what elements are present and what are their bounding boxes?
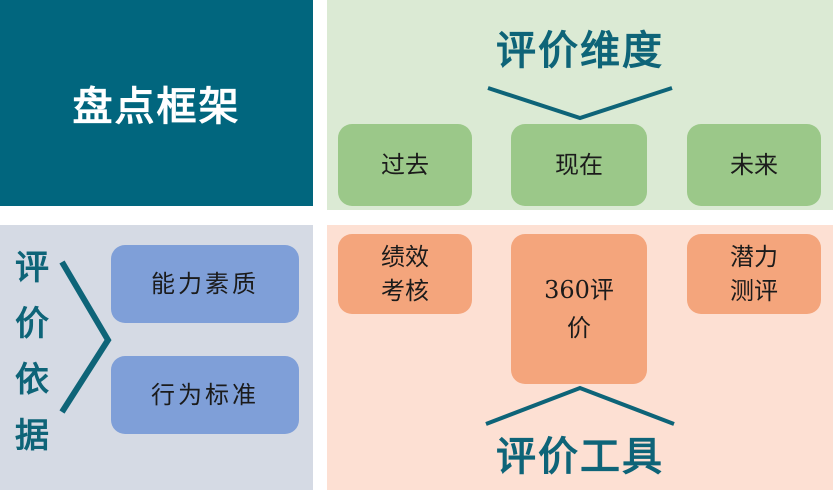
- framework-panel: [0, 0, 313, 206]
- dimensions-chevron: [487, 86, 673, 121]
- tool-potential-line1: 潜力: [730, 243, 778, 271]
- tool-performance-line2: 考核: [381, 277, 429, 305]
- basis-title-char: 价: [15, 304, 49, 344]
- dimension-present-box: 现在: [511, 124, 647, 206]
- tool-performance-line1: 绩效: [381, 243, 429, 271]
- basis-title-char: 依: [15, 360, 49, 400]
- dimension-future-box: 未来: [687, 124, 821, 206]
- tool-360-box: 360评 价: [511, 234, 647, 384]
- tool-potential-box: 潜力 测评: [687, 234, 821, 314]
- tool-performance-box: 绩效 考核: [338, 234, 472, 314]
- dimensions-title: 评价维度: [496, 27, 664, 74]
- basis-competency-box: 能力素质: [111, 245, 299, 323]
- basis-behavior-box: 行为标准: [111, 356, 299, 434]
- basis-title: 评价依据: [10, 240, 54, 464]
- tool-360-line1: 360评: [544, 276, 614, 304]
- framework-title: 盘点框架: [72, 83, 241, 130]
- basis-title-char: 评: [15, 248, 49, 288]
- tool-360-line2: 价: [567, 314, 591, 342]
- tools-chevron: [485, 385, 675, 426]
- tools-title: 评价工具: [496, 433, 664, 480]
- tool-potential-line2: 测评: [730, 277, 778, 305]
- dimension-past-box: 过去: [338, 124, 472, 206]
- basis-chevron: [59, 260, 112, 414]
- basis-title-char: 据: [15, 416, 49, 456]
